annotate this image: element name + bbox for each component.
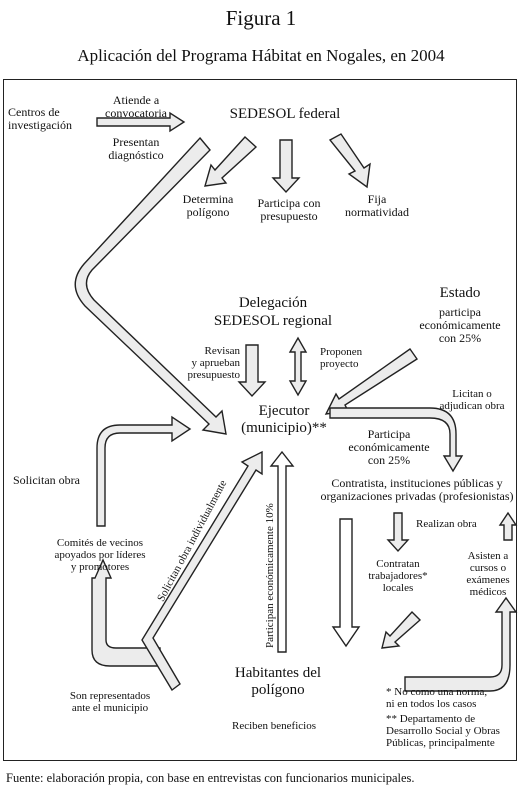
label-determina: Determina polígono	[182, 192, 234, 219]
arrow-centros-to-sedesol	[96, 111, 186, 133]
label-participa-presupuesto: Participa con presupuesto	[257, 196, 321, 223]
figure-title: Figura 1	[225, 6, 297, 30]
label-contratan: Contratan trabajadores* locales	[368, 558, 428, 594]
arrow-realizan-obra	[386, 512, 410, 553]
label-participan-10: Participan económicamente 10%	[264, 503, 276, 648]
arrow-ejecutor-to-contratista	[329, 407, 464, 473]
arrow-contratan-to-habitantes	[381, 610, 422, 649]
label-fija: Fija normatividad	[345, 192, 409, 219]
arrow-sedesol-to-participa	[271, 139, 301, 194]
node-centros: Centros de investigación	[8, 105, 72, 132]
node-ejecutor: Ejecutor (municipio)**	[241, 403, 327, 436]
node-sedesol-federal: SEDESOL federal	[229, 106, 341, 122]
label-proponen: Proponen proyecto	[320, 346, 363, 370]
node-delegacion-sub: SEDESOL regional	[213, 313, 333, 329]
arrow-individual-to-ejecutor	[141, 450, 263, 692]
label-asisten: Asisten a cursos o exámenes médicos	[466, 550, 510, 598]
label-reciben: Reciben beneficios	[232, 720, 316, 732]
node-habitantes: Habitantes del polígono	[234, 665, 322, 698]
arrow-sedesol-to-fija	[328, 133, 371, 189]
label-revisan: Revisan y aprueban presupuesto	[187, 345, 240, 381]
arrow-proponen-bidirectional	[288, 336, 308, 397]
arrow-habitantes-to-ejecutor	[269, 450, 295, 653]
label-solicitan-obra: Solicitan obra	[13, 473, 80, 487]
arrow-habitantes-to-cursos	[404, 596, 518, 692]
label-presentan: Presentan diagnóstico	[108, 135, 164, 162]
note-1: * No como una norma, ni en todos los cas…	[386, 686, 488, 710]
node-estado: Estado	[439, 285, 481, 301]
figure-source: Fuente: elaboración propia, con base en …	[6, 771, 415, 785]
arrow-sedesol-to-determina	[204, 136, 258, 187]
node-contratista: Contratista, instituciones públicas y or…	[320, 476, 514, 503]
label-representados: Son representados ante el municipio	[69, 690, 151, 714]
label-realizan: Realizan obra	[416, 518, 477, 530]
label-estado-participa: participa económicamente con 25%	[419, 305, 501, 345]
arrow-contratista-to-habitantes	[331, 518, 361, 648]
note-2: ** Departamento de Desarrollo Social y O…	[386, 713, 500, 749]
arrow-asisten-up	[498, 511, 518, 541]
node-comites: Comités de vecinos apoyados por líderes …	[54, 537, 146, 573]
node-delegacion: Delegación	[238, 295, 308, 311]
label-atiende: Atiende a convocatoria	[105, 93, 167, 120]
arrow-centros-to-ejecutor	[74, 136, 227, 435]
arrow-delegacion-to-ejecutor	[237, 344, 267, 398]
diagram-frame	[3, 79, 517, 761]
label-participa-25: Participa económicamente con 25%	[348, 427, 430, 467]
figure-subtitle: Aplicación del Programa Hábitat en Nogal…	[77, 46, 445, 65]
arrow-comites-to-ejecutor	[96, 415, 192, 527]
label-licitan: Licitan o adjudican obra	[439, 388, 505, 412]
